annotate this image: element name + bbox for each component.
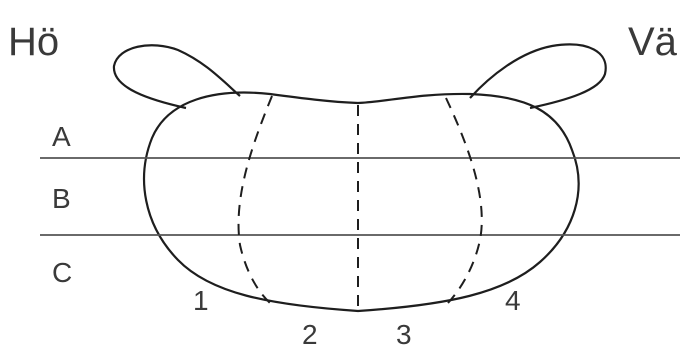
- right-lobe: [470, 44, 606, 108]
- segment-label-4: 4: [505, 285, 521, 316]
- row-label-b: B: [52, 183, 71, 214]
- dashed-division-3: [446, 98, 482, 303]
- segment-label-1: 1: [193, 285, 209, 316]
- segment-label-2: 2: [302, 319, 318, 350]
- row-label-c: C: [52, 257, 72, 288]
- row-label-a: A: [52, 121, 71, 152]
- dashed-division-1: [239, 96, 272, 303]
- label-ho: Hö: [8, 20, 59, 64]
- body-outline: [144, 93, 579, 311]
- left-lobe: [114, 45, 240, 108]
- segment-label-3: 3: [396, 319, 412, 350]
- label-va: Vä: [628, 20, 678, 64]
